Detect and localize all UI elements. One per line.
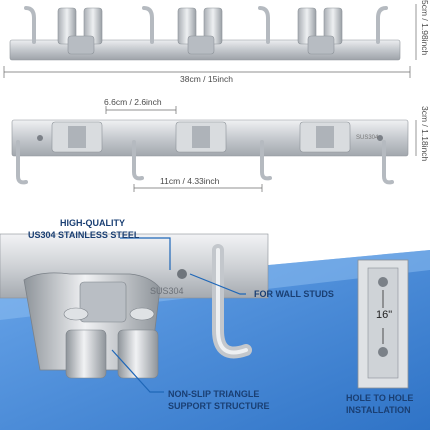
material-callout-line1: HIGH-QUALITY	[60, 218, 125, 228]
clip-side-3	[299, 121, 351, 153]
hook-icon	[376, 6, 388, 44]
clip-2	[177, 7, 223, 55]
callout-line-support	[111, 349, 164, 393]
stud-hole	[177, 269, 187, 279]
mop-holder-closeup	[23, 272, 161, 379]
hook-icon	[132, 140, 144, 181]
wall-studs-callout: FOR WALL STUDS	[254, 289, 334, 299]
height-label-mid: 3cm / 1.18inch	[420, 106, 430, 162]
hole-callout-line1: HOLE TO HOLE	[346, 393, 414, 403]
width-label: 38cm / 15inch	[178, 74, 235, 84]
clip-3	[297, 7, 343, 55]
height-label-top: 5cm / 1.98inch	[420, 0, 430, 56]
screw-hole	[377, 135, 383, 141]
callout-line-material	[120, 237, 171, 270]
hook-spacing-label: 11cm / 4.33inch	[158, 176, 222, 186]
engraving-mid: SUS304	[356, 135, 379, 141]
hook-icon	[16, 140, 28, 185]
hook-icon	[382, 140, 394, 185]
support-callout-line1: NON-SLIP TRIANGLE	[168, 389, 260, 399]
product-mid-illustration	[11, 106, 417, 192]
screw-hole	[37, 135, 43, 141]
clip-1	[57, 7, 103, 55]
product-top-illustration	[3, 4, 417, 78]
clip-spacing-label: 6.6cm / 2.6inch	[104, 97, 162, 107]
hook-icon	[260, 140, 272, 181]
support-callout-line2: SUPPORT STRUCTURE	[168, 401, 270, 411]
clip-side-2	[175, 121, 227, 153]
hook-icon	[258, 6, 270, 44]
hook-icon	[24, 6, 36, 44]
clip-side-1	[51, 121, 103, 153]
material-callout-line2: US304 STAINLESS STEEL	[28, 230, 140, 240]
hole-callout-line2: INSTALLATION	[346, 405, 411, 415]
hole-to-hole-diagram	[357, 259, 409, 389]
hook-icon	[142, 6, 154, 44]
closeup-scene	[0, 233, 430, 430]
hole-distance-label: 16"	[376, 309, 393, 321]
callout-line-studs	[189, 273, 246, 295]
engraving-closeup: SUS304	[150, 286, 184, 296]
